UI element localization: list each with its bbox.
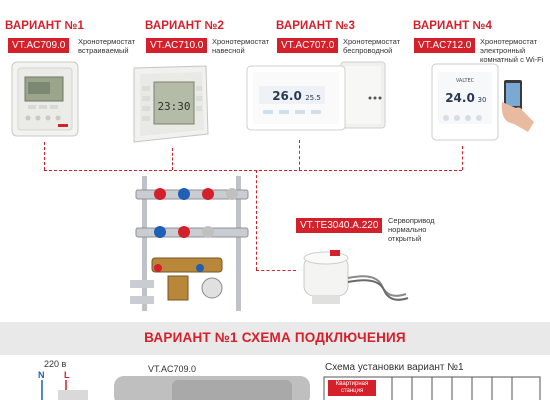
manifold-image: [130, 176, 249, 311]
thermostat-4-image: VALTEC 24.0 30: [431, 63, 534, 141]
variant-1-desc-line1: Хронотермостат: [78, 37, 136, 46]
actuator-code-badge: VT.TE3040.A.220: [296, 218, 383, 233]
connector-to-actuator: [256, 270, 296, 271]
thermostat-2-time: 23:30: [157, 100, 190, 113]
variant-4-desc-line2: электронный: [480, 46, 526, 55]
variant-4-desc-line1: Хронотермостат: [480, 37, 538, 46]
variant-4-code-badge: VT.AC712.0: [414, 38, 476, 53]
variant-2-desc-line1: Хронотермостат: [212, 37, 270, 46]
voltage-label: 220 в: [44, 359, 67, 369]
thermostat-4-temp-small: 30: [478, 96, 487, 104]
svg-text:VALTEC: VALTEC: [456, 78, 475, 84]
variant-3-description: Хронотермостат беспроводной: [343, 37, 400, 55]
connector-v4: [462, 146, 463, 170]
variant-2-description: Хронотермостат навесной: [212, 37, 269, 55]
section-title: ВАРИАНТ №1 СХЕМА ПОДКЛЮЧЕНИЯ: [144, 330, 406, 345]
variant-3-desc-line1: Хронотермостат: [343, 37, 401, 46]
variant-3-desc-line2: беспроводной: [343, 46, 393, 55]
actuator-desc-line1: Сервопривод: [388, 216, 435, 225]
variant-1-desc-line2: встраиваемый: [78, 46, 129, 55]
install-scheme-title: Схема установки вариант №1: [325, 362, 464, 373]
connector-v3: [299, 140, 300, 170]
actuator-desc-line3: открытый: [388, 234, 422, 243]
actuator-desc-line2: нормально: [388, 225, 427, 234]
thermostat-4-temp: 24.0: [445, 91, 475, 105]
variant-3-title: ВАРИАНТ №3: [276, 20, 356, 32]
variant-1-code-badge: VT.AC709.0: [8, 38, 70, 53]
l-label: L: [64, 370, 70, 380]
variant-4-description: Хронотермостат электронный комнатный с W…: [480, 37, 543, 64]
variant-2-code-badge: VT.AC710.0: [146, 38, 208, 53]
connector-horizontal: [44, 170, 462, 171]
variant-2-desc-line2: навесной: [212, 46, 245, 55]
thermostat-3-temp: 26.0: [272, 89, 302, 103]
connector-v2: [172, 148, 173, 170]
device-label: VT.AC709.0: [148, 364, 197, 374]
station-label: Квартирная станция: [328, 380, 376, 396]
variant-4-desc-line3: комнатный с Wi-Fi: [480, 55, 544, 64]
actuator-image: [303, 250, 409, 304]
station-label-line1: Квартирная: [335, 381, 369, 387]
variant-1-title: ВАРИАНТ №1: [5, 20, 85, 32]
connector-down: [256, 170, 257, 270]
thermostat-3-image: 26.0 25.5: [246, 61, 386, 131]
wiring-lines: [41, 380, 88, 400]
thermostat-3-temp-small: 25.5: [305, 94, 321, 102]
thermostat-diagram-image: [114, 376, 310, 400]
variant-1-description: Хронотермостат встраиваемый: [78, 37, 135, 55]
n-label: N: [38, 370, 45, 380]
install-scheme-frame: [323, 376, 541, 400]
thermostat-1-image: [11, 61, 79, 137]
connector-v1: [44, 142, 45, 170]
variant-4-title: ВАРИАНТ №4: [413, 20, 493, 32]
thermostat-2-image: 23:30: [133, 65, 209, 143]
section-band: [0, 322, 550, 355]
actuator-description: Сервопривод нормально открытый: [388, 216, 435, 243]
station-label-line2: станция: [340, 388, 364, 394]
variant-2-title: ВАРИАНТ №2: [145, 20, 225, 32]
variant-3-code-badge: VT.AC707.0: [277, 38, 339, 53]
